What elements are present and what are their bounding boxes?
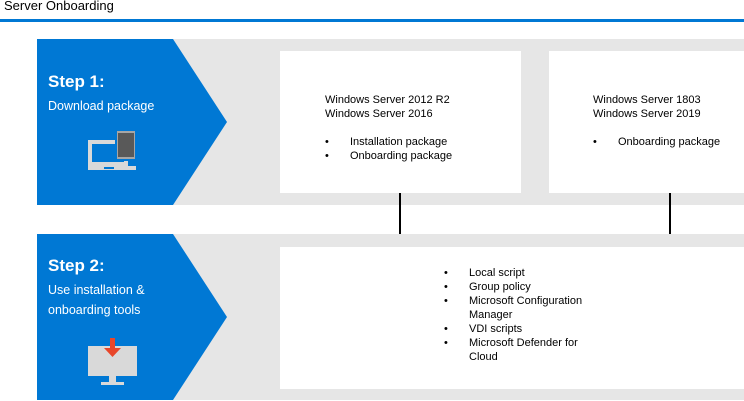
list-item: Group policy — [444, 280, 624, 294]
step2-chevron: Step 2: Use installation & onboarding to… — [37, 234, 227, 400]
list-item: Microsoft Configuration Manager — [444, 294, 599, 322]
list-item: Local script — [444, 266, 624, 280]
step2-title: Step 2: — [48, 256, 105, 275]
os-name: Windows Server 1803 — [593, 94, 701, 106]
package-list: Onboarding package — [593, 135, 720, 149]
list-item: Microsoft Defender for Cloud — [444, 336, 599, 364]
step1-chevron-shape — [37, 39, 227, 205]
step1-card-1803-2019: Windows Server 1803 Windows Server 2019 … — [549, 51, 744, 193]
step1-card-2012-2016: Windows Server 2012 R2 Windows Server 20… — [280, 51, 521, 193]
step2-subtitle: Use installation & onboarding tools — [48, 283, 145, 317]
step2-chevron-shape — [37, 234, 227, 400]
tools-list: Local script Group policy Microsoft Conf… — [444, 266, 624, 364]
list-item: VDI scripts — [444, 322, 624, 336]
os-name: Windows Server 2019 — [593, 108, 701, 120]
title-underline — [0, 19, 744, 22]
page-title: Server Onboarding — [4, 0, 114, 13]
os-name: Windows Server 2012 R2 — [325, 94, 450, 106]
package-list: Installation package Onboarding package — [325, 135, 452, 163]
step1-chevron: Step 1: Download package — [37, 39, 227, 205]
monitor-download-icon — [88, 338, 137, 385]
list-item: Onboarding package — [325, 149, 452, 163]
step2-tools-card: Local script Group policy Microsoft Conf… — [280, 247, 744, 389]
os-name: Windows Server 2016 — [325, 108, 433, 120]
laptop-server-icon — [88, 130, 137, 170]
step1-subtitle: Download package — [48, 99, 155, 113]
list-item: Onboarding package — [593, 135, 720, 149]
step1-title: Step 1: — [48, 72, 105, 91]
list-item: Installation package — [325, 135, 452, 149]
